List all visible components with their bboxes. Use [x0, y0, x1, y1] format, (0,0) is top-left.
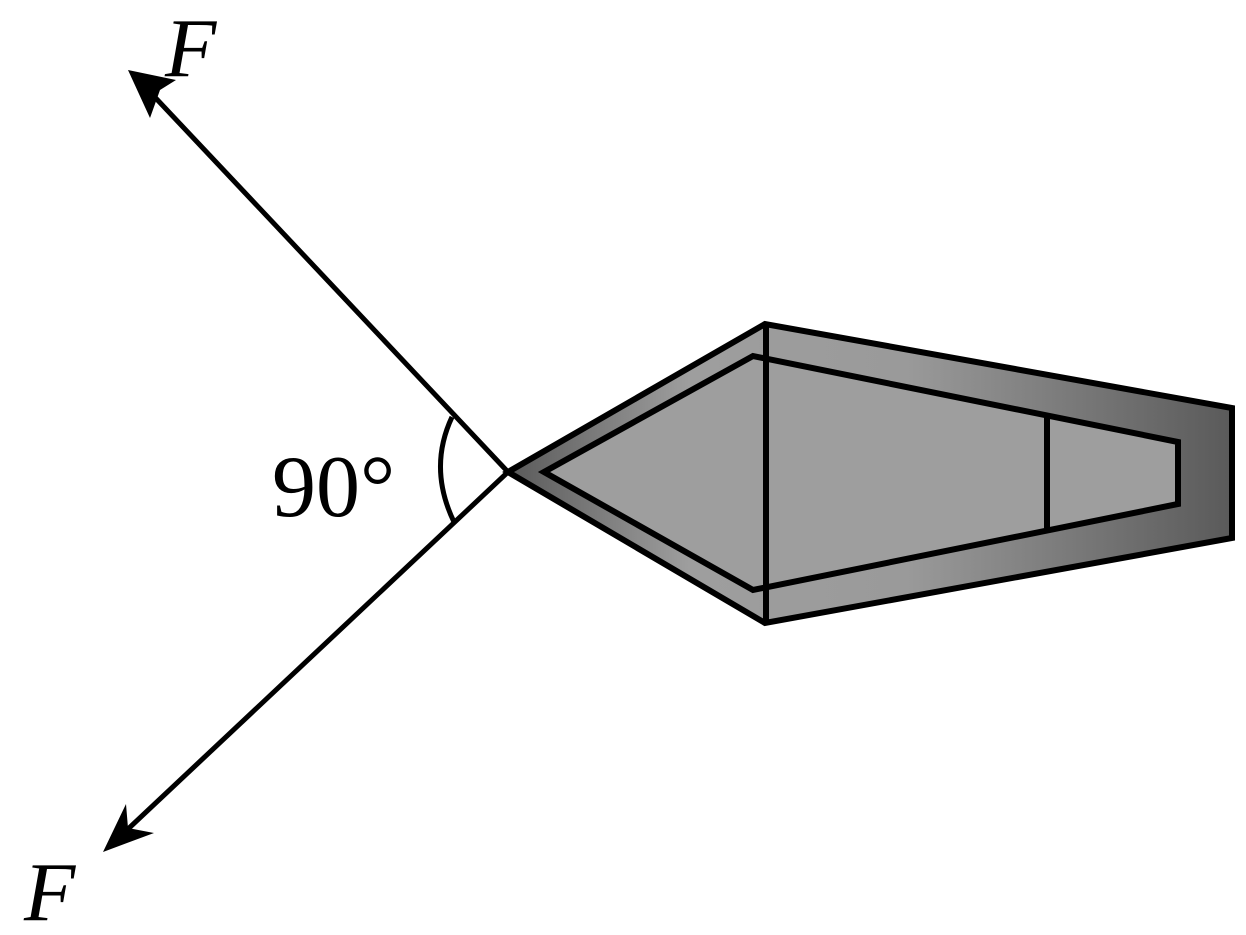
lower-force-label: F: [23, 846, 77, 935]
upper-force-arrowhead: [128, 70, 176, 118]
upper-force-line: [148, 90, 510, 474]
angle-arc: [438, 415, 457, 524]
object-inner-face: [537, 352, 1181, 594]
lower-force-vector: [103, 470, 510, 852]
lower-force-arrowhead: [103, 804, 154, 852]
lower-force-line: [126, 470, 510, 831]
upper-force-vector: [128, 70, 510, 474]
upper-force-label: F: [164, 2, 218, 95]
pulled-object: [502, 320, 1235, 627]
angle-label: 90°: [272, 439, 395, 536]
